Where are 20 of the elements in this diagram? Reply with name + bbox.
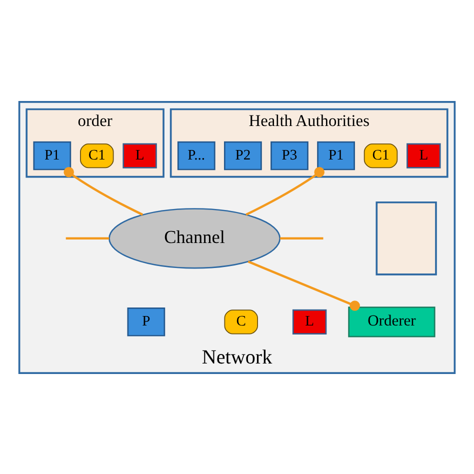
node-box: P3 <box>270 140 308 170</box>
node-box: Orderer <box>348 306 436 337</box>
node-box: L <box>122 142 157 168</box>
node-box: C1 <box>364 142 398 168</box>
connector <box>64 166 144 216</box>
node-box: C1 <box>80 142 114 168</box>
node-box <box>376 200 437 275</box>
node-box: P1 <box>317 140 355 170</box>
node-box: P <box>127 307 166 336</box>
node-box: L <box>406 142 441 168</box>
connector <box>280 236 324 240</box>
connector <box>248 260 360 310</box>
node-ellipse: Channel <box>108 208 281 268</box>
node-box: P... <box>177 140 216 170</box>
connector <box>246 166 324 216</box>
node-box: P2 <box>224 140 262 170</box>
node-box: L <box>292 308 327 334</box>
node-box: P1 <box>33 140 72 170</box>
connector <box>66 236 110 240</box>
node-box: C <box>224 309 258 334</box>
